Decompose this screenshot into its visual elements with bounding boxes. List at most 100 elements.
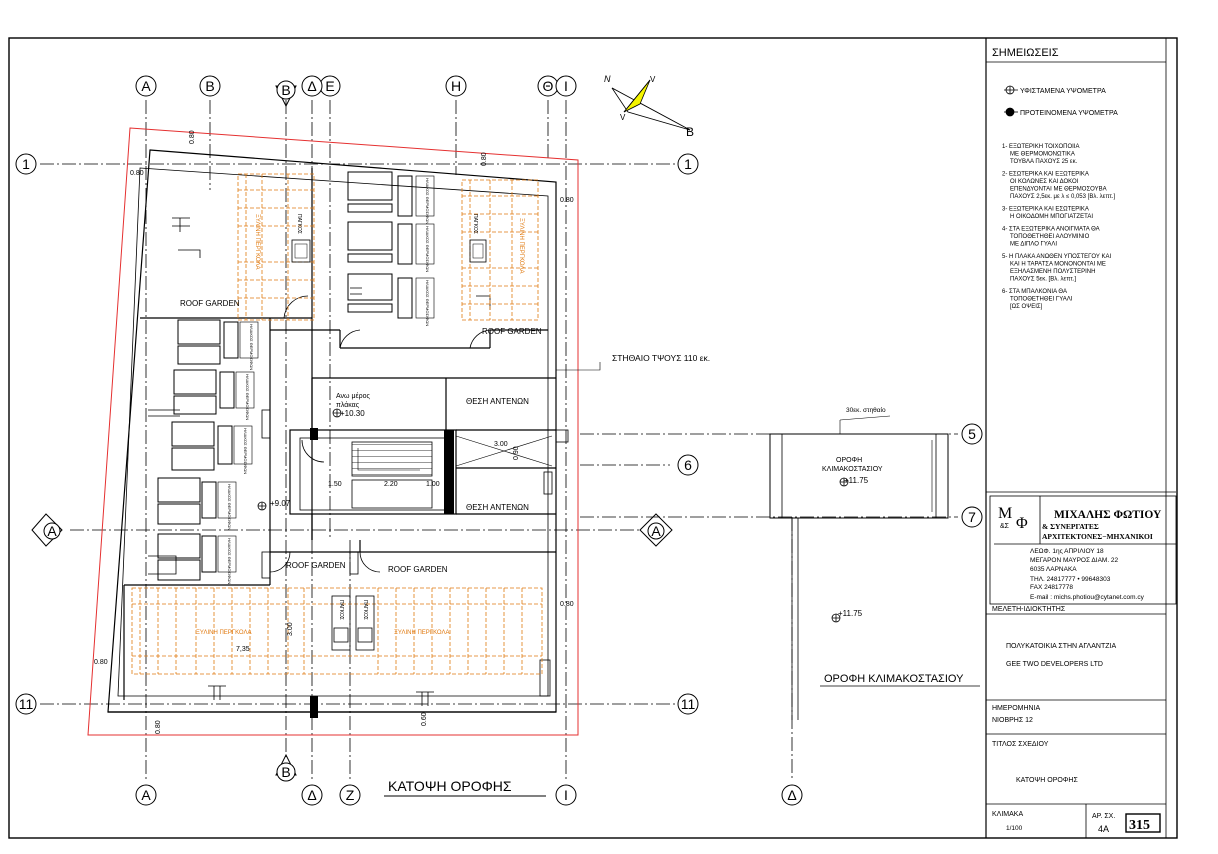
firm-email: E-mail : michs.photiou@cytanet.com.cy xyxy=(1030,594,1145,601)
north-arrow-v1-label: V xyxy=(650,75,656,84)
titleblock: M Φ &Σ ΜΙΧΑΛΗΣ ΦΩΤΙΟΥ & ΣΥΝΕΡΓΑΤΕΣ ΑΡΧΙΤ… xyxy=(986,491,1177,838)
note-4-line-2: ΤΟΠΟΘΕΤΗΘΕΙ ΑΛΟΥΜΙΝΙΟ xyxy=(1010,234,1090,240)
note-5-line-4: ΠΑΧΟΥΣ 5εκ. [Βλ. λεπτ.] xyxy=(1010,277,1076,283)
grid-label-1-left: 1 xyxy=(22,156,30,172)
note-2-line-4: ΠΑΧΟΥΣ 2,5εκ. με λ ≤ 0,053 [Βλ. λεπτ.] xyxy=(1010,194,1116,200)
dimensions: 0.80 0.80 0.80 0.80 0.80 0.80 0.80 3.00 … xyxy=(94,130,574,734)
stair-roof-title: ΟΡΟΦΗ ΚΛΙΜΑΚΟΣΤΑΣΙΟΥ xyxy=(824,673,964,685)
grid-bubble-B-bottom xyxy=(276,762,296,782)
pergola-labels: ΞΥΛΙΝΗ ΠΕΡΓΚΟΛΑ ΞΥΛΙΝΗ ΠΕΡΓΚΟΛΑ ΞΥΛΙΝΗ Π… xyxy=(196,214,524,636)
grid-bubble-I-bottom xyxy=(555,784,577,806)
grid-bubble-I-top xyxy=(555,75,577,97)
title-label: ΤΙΤΛΟΣ ΣΧΕΔΙΟΥ xyxy=(992,741,1049,748)
roof-garden-label-1: ROOF GARDEN xyxy=(180,299,240,308)
plot-boundary xyxy=(87,127,579,736)
parapet-label: ΣΤΗΘΑΙΟ ΤΨΟΥΣ 110 εκ. xyxy=(612,353,710,363)
vent-symbols xyxy=(148,217,569,706)
grid-bubble-B2-top xyxy=(276,80,296,100)
dim-300-b: 3.00 xyxy=(494,441,508,448)
note-4-line-1: 4- ΣΤΑ ΕΞΩΤΕΡΙΚΑ ΑΝΟΙΓΜΑΤΑ ΘΑ xyxy=(1002,227,1100,233)
grid-label-E-top: E xyxy=(325,78,334,94)
door-swings xyxy=(269,295,491,573)
grid-label-I-top: I xyxy=(564,78,568,94)
note-3-line-1: 3- ΕΞΩΤΕΡΙΚΑ ΚΑΙ ΕΣΩΤΕΡΙΚΑ xyxy=(1002,207,1089,213)
date-value: ΝΙΟΒΡΗΣ 12 xyxy=(992,717,1033,724)
note-6-line-3: [ΩΣ ΟΨΕΙΣ] xyxy=(1010,304,1043,310)
dim-080-a: 0.80 xyxy=(130,170,144,177)
stair-roof-plan xyxy=(769,415,949,720)
grid-bubble-11-right xyxy=(677,693,699,715)
section-bubble-left xyxy=(43,522,61,540)
note-1-line-3: ΤΟΥΒΛΑ ΠΑΧΟΥΣ 25 εκ. xyxy=(1010,159,1078,165)
grid-label-D-bottom: Δ xyxy=(307,787,316,803)
note-1-line-2: ΜΕ ΘΕΡΜΟΜΟΝΩΤΙΚΑ xyxy=(1010,152,1075,158)
dim-060: 0.60 xyxy=(421,712,428,726)
note-4-line-3: ΜΕ ΔΙΠΛΟ ΓΥΑΛΙ xyxy=(1010,242,1057,248)
grid-bubble-A-top xyxy=(135,75,157,97)
grid-labels: A B B Δ E H Θ I 1 11 1 5 6 7 11 B A Δ Z … xyxy=(19,78,976,803)
dim-090: 0.90 xyxy=(513,446,520,460)
dim-080-c: 0.80 xyxy=(481,152,488,166)
sheet-label: ΑΡ. ΣΧ. xyxy=(1092,813,1115,820)
grid-bubble-1-left xyxy=(15,153,37,175)
section-label-left: A xyxy=(47,523,57,539)
grid-bubble-A-bottom xyxy=(135,784,157,806)
dim-080-g: 0.80 xyxy=(155,720,162,734)
grid-lines xyxy=(40,100,958,780)
grid-label-B2-top: B xyxy=(281,82,290,98)
heater-label-7: ΗΛΙΑΚΟΣ ΘΕΡΜΟΣΙΦΩΝ xyxy=(227,484,232,530)
grid-label-5-right: 5 xyxy=(968,426,976,442)
antenna-label-1: ΘΕΣΗ ΑΝΤΕΝΩΝ xyxy=(466,397,529,406)
heater-label-1: ΗΛΙΑΚΟΣ ΘΕΡΜΟΣΙΦΩΝ xyxy=(425,178,430,224)
note-5-line-1: 5- Η ΠΛΑΚΑ ΑΝΩΘΕΝ ΥΠΟΣΤΕΓΟΥ ΚΑΙ xyxy=(1002,254,1111,260)
dim-300-a: 3.00 xyxy=(287,622,294,636)
heater-labels: ΗΛΙΑΚΟΣ ΘΕΡΜΟΣΙΦΩΝ ΗΛΙΑΚΟΣ ΘΕΡΜΟΣΙΦΩΝ ΗΛ… xyxy=(227,178,430,584)
grid-label-11-left: 11 xyxy=(19,696,34,712)
level-markers xyxy=(257,408,849,623)
sheet-value: 4A xyxy=(1098,824,1109,834)
pergola-label-left: ΞΥΛΙΝΗ ΠΕΡΓΚΟΛΑ xyxy=(196,630,252,636)
north-arrow-b-label: B xyxy=(686,125,694,139)
date-label: ΗΜΕΡΟΜΗΝΙΑ xyxy=(992,705,1041,712)
parapet-30-label: 30εκ. στηθαίο xyxy=(846,406,886,414)
section-label-right: A xyxy=(651,523,661,539)
level-1030-label: +10.30 xyxy=(340,409,365,418)
firm-address-3: 6035 ΛΑΡΝΑΚΑ xyxy=(1030,566,1077,573)
grid-bubble-11-left xyxy=(15,693,37,715)
drawing-title: ΚΑΤΟΨΗ ΟΡΟΦΗΣ xyxy=(1016,777,1078,784)
plan-title: ΚΑΤΟΨΗ ΟΡΟΦΗΣ xyxy=(388,778,512,794)
note-1-line-1: 1- ΕΞΩΤΕΡΙΚΗ ΤΟΙΧΟΠΟΙΙΑ xyxy=(1002,144,1080,150)
shaft-cross xyxy=(455,435,553,467)
dim-080-b: 0.80 xyxy=(189,130,196,144)
firm-fax: FAX 24817778 xyxy=(1030,584,1073,591)
grid-label-7-right: 7 xyxy=(968,509,976,525)
notes-header: ΣΗΜΕΙΩΣΕΙΣ xyxy=(992,47,1059,59)
note-6-line-1: 6- ΣΤΑ ΜΠΑΛΚΟΝΙΑ ΘΑ xyxy=(1002,289,1067,295)
grid-bubble-6-right xyxy=(677,454,699,476)
heater-label-6: ΗΛΙΑΚΟΣ ΘΕΡΜΟΣΙΦΩΝ xyxy=(243,428,248,474)
grid-bubble-D-top xyxy=(301,75,323,97)
dim-735: 7,35 xyxy=(236,646,250,653)
heater-label-2: ΗΛΙΑΚΟΣ ΘΕΡΜΟΣΙΦΩΝ xyxy=(425,226,430,272)
note-5-line-3: ΕΞΗΛΑΣΜΕΝΗ ΠΟΛΥΣΤΕΡΙΝΗ xyxy=(1010,269,1095,275)
bench-label-2: ΠΑΓΚΟΣ xyxy=(472,214,478,234)
grid-label-D2-bottom: Δ xyxy=(787,787,796,803)
grid-label-Th-top: Θ xyxy=(543,78,554,94)
antenna-label-2: ΘΕΣΗ ΑΝΤΕΝΩΝ xyxy=(466,503,529,512)
bench-labels: ΠΑΓΚΟΣ ΠΑΓΚΟΣ ΠΑΓΚΟΣ ΠΑΓΚΟΣ xyxy=(296,214,478,620)
dim-100: 1.00 xyxy=(426,481,440,488)
grid-label-D-top: Δ xyxy=(307,78,316,94)
dim-150: 1.50 xyxy=(328,481,342,488)
section-mark-right xyxy=(639,513,673,547)
pergola-label-top-left: ΞΥΛΙΝΗ ΠΕΡΓΚΟΛΑ xyxy=(254,214,260,270)
north-arrow-n-label: N xyxy=(604,74,611,84)
benches xyxy=(291,239,487,651)
heater-label-4: ΗΛΙΑΚΟΣ ΘΕΡΜΟΣΙΦΩΝ xyxy=(249,324,254,370)
grid-bubbles xyxy=(15,75,983,806)
grid-label-6-right: 6 xyxy=(684,457,692,473)
grid-bubble-H-top xyxy=(445,75,467,97)
stair-roof-label-2: ΚΛΙΜΑΚΟΣΤΑΣΙΟΥ xyxy=(822,466,883,473)
dim-080-e: 0.80 xyxy=(560,601,574,608)
